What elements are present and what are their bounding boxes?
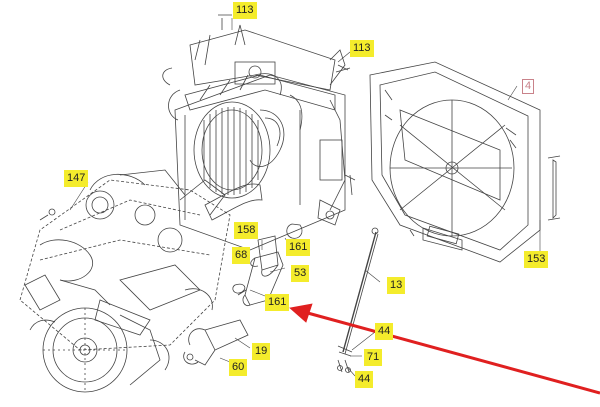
engine-assembly xyxy=(19,169,231,393)
callout-60: 60 xyxy=(229,359,248,376)
radiator-assembly xyxy=(162,14,356,296)
callout-158: 158 xyxy=(234,222,259,239)
callout-4: 4 xyxy=(522,79,535,94)
callout-113-right: 113 xyxy=(350,40,374,57)
callout-13: 13 xyxy=(387,277,406,294)
callout-44-upper: 44 xyxy=(375,323,394,340)
callout-161-upper: 161 xyxy=(286,239,311,256)
callout-44-lower: 44 xyxy=(355,371,374,388)
callout-153: 153 xyxy=(524,251,549,268)
leader-lines xyxy=(69,18,541,377)
fan-shroud xyxy=(369,61,561,263)
callout-147: 147 xyxy=(64,170,89,187)
callout-19: 19 xyxy=(252,343,271,360)
callout-71: 71 xyxy=(364,349,383,366)
support-rod xyxy=(337,227,379,373)
callout-113-top: 113 xyxy=(233,2,257,19)
callout-68: 68 xyxy=(232,247,251,264)
callout-161-lower: 161 xyxy=(265,294,290,311)
red-pointer-arrow xyxy=(289,303,600,395)
callout-53: 53 xyxy=(291,265,310,282)
